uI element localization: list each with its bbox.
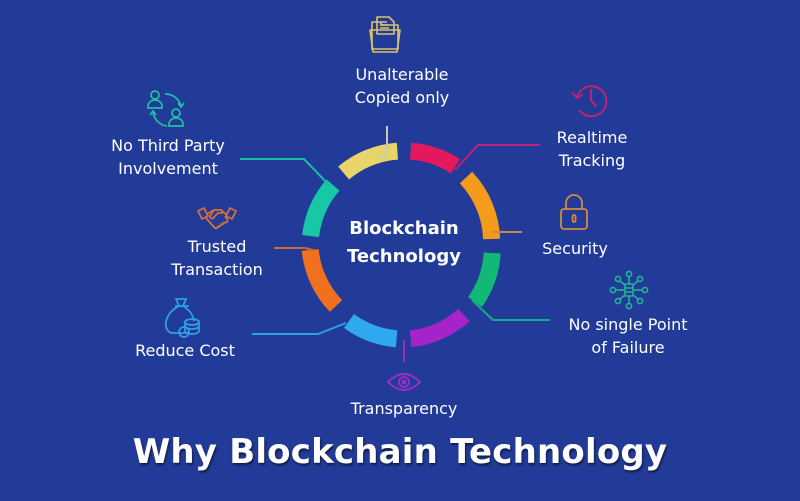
label-realtime: Realtime Tracking [556, 128, 628, 170]
connector-unalterable [378, 126, 388, 159]
handshake-icon [197, 207, 237, 230]
center-title-line1: Blockchain [349, 218, 459, 239]
connector-realtime [454, 144, 540, 171]
connector-reduce-cost [252, 322, 347, 335]
label-no-single-point: No single Point of Failure [568, 315, 688, 357]
ring-segment-yellow [338, 142, 399, 180]
center-title-line2: Technology [347, 246, 461, 267]
people-exchange-icon [147, 90, 185, 127]
padlock-icon [560, 194, 588, 230]
ring-segment-crimson [409, 142, 461, 174]
ring-segment-orange [459, 171, 501, 240]
ring-segment-purple [409, 308, 470, 348]
money-bag-coins-icon [164, 298, 200, 338]
ring-segment-deep-orange [301, 248, 343, 312]
label-no-third-party: No Third Party Involvement [111, 136, 225, 178]
label-trusted: Trusted Transaction [171, 237, 263, 279]
connector-no-third-party [240, 158, 331, 187]
network-nodes-icon [609, 270, 649, 310]
eye-icon [386, 373, 422, 391]
ring-segment-green [467, 252, 501, 307]
center-title: Blockchain Technology [304, 215, 504, 271]
label-security: Security [542, 239, 608, 258]
label-transparency: Transparency [350, 399, 458, 418]
ring-segment-sky [343, 313, 398, 348]
main-title: Why Blockchain Technology [132, 432, 668, 472]
label-unalterable: Unalterable Copied only [354, 65, 450, 107]
clock-history-icon [572, 85, 608, 118]
label-reduce-cost: Reduce Cost [135, 341, 235, 360]
ring-segment-teal [302, 179, 340, 238]
folder-document-icon [369, 16, 401, 53]
connector-trusted [274, 247, 314, 251]
connector-no-single-point [471, 299, 550, 321]
